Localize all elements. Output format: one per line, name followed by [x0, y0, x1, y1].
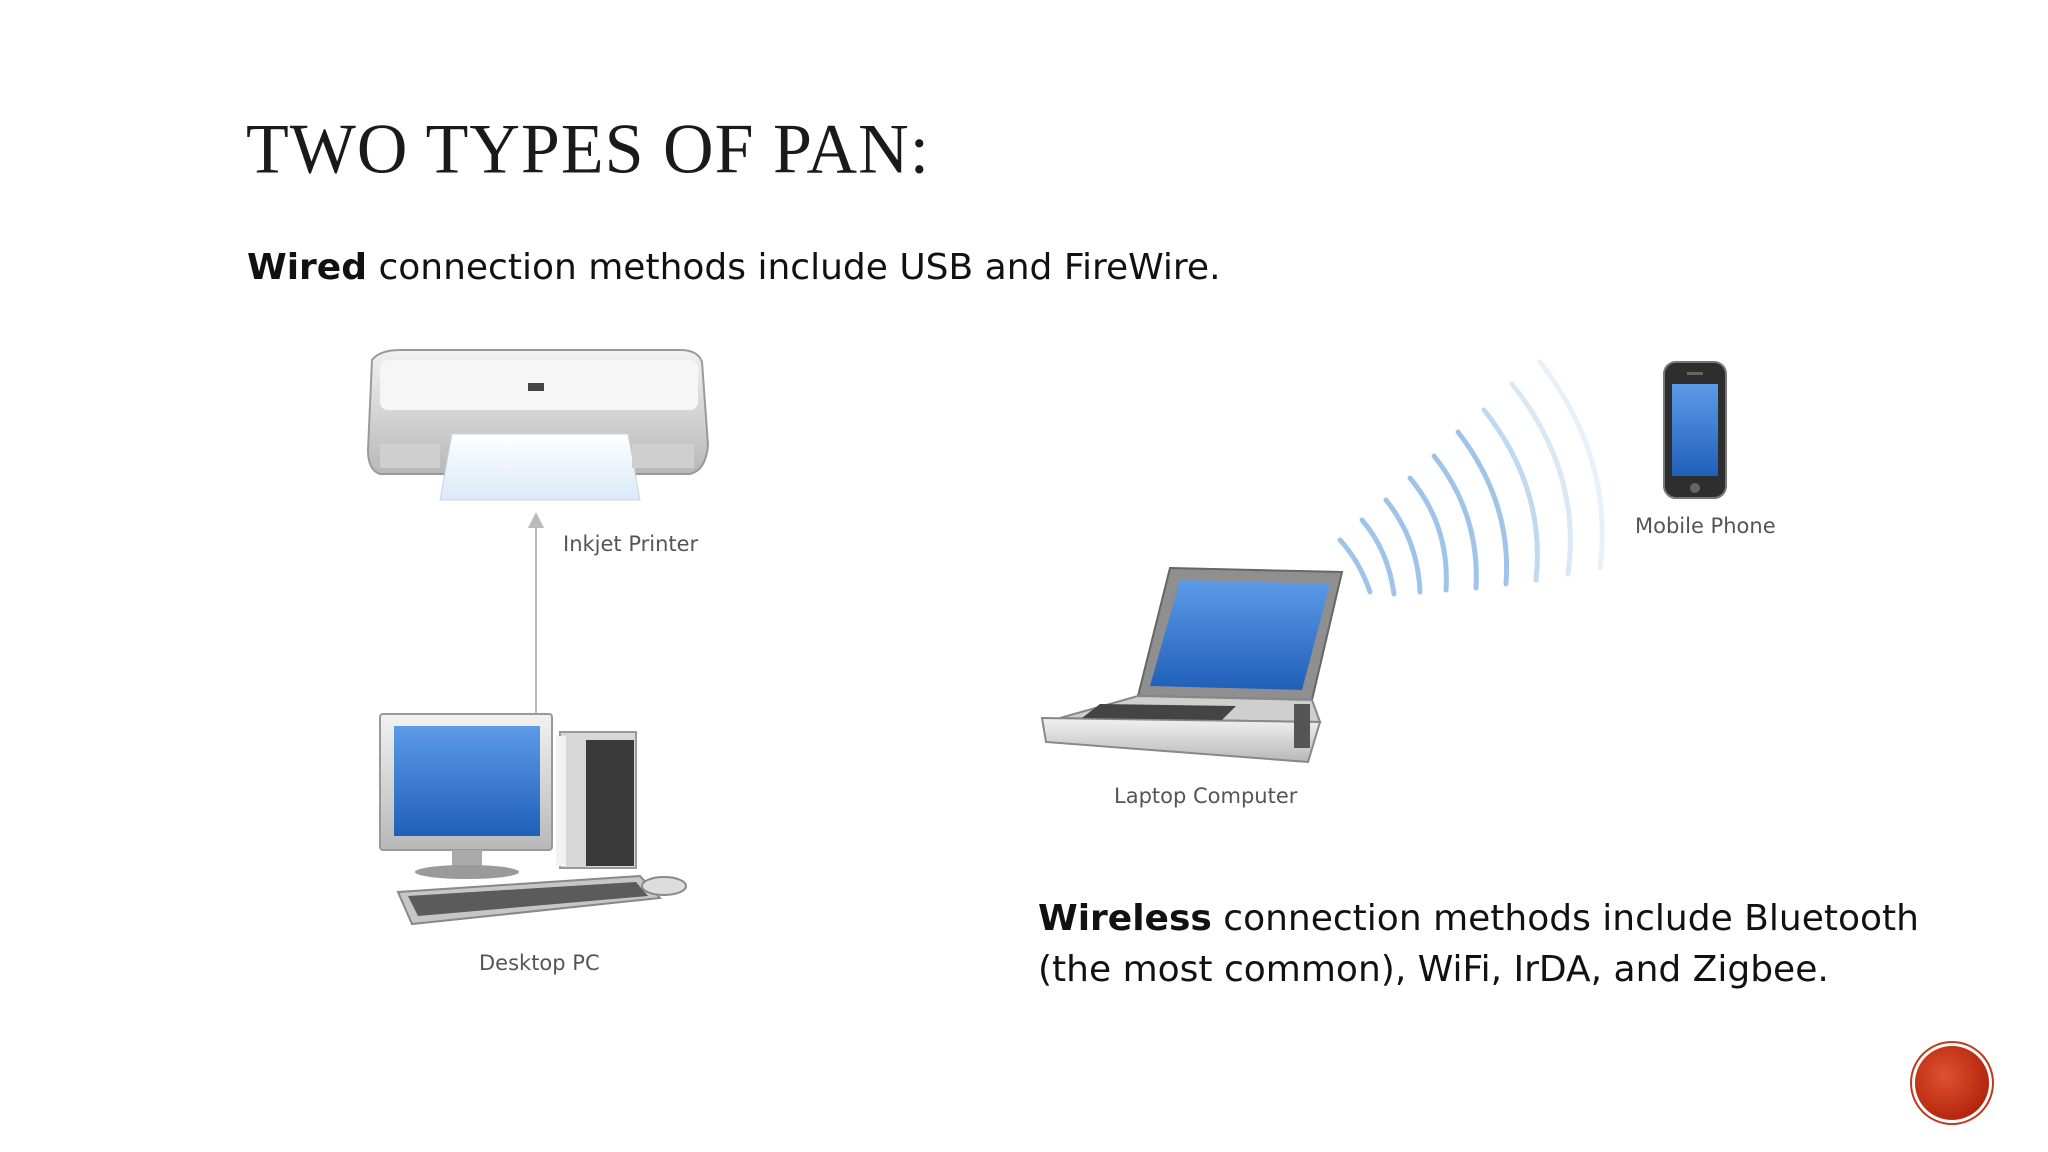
label-inkjet-printer: Inkjet Printer: [563, 532, 699, 556]
laptop-icon: [1040, 566, 1344, 764]
mobile-phone-icon: [1663, 361, 1727, 499]
label-mobile-phone: Mobile Phone: [1635, 514, 1776, 538]
wireless-bold: Wireless: [1038, 898, 1212, 939]
wireless-waves-icon: [1337, 359, 1605, 597]
wired-description: Wired connection methods include USB and…: [247, 247, 1221, 288]
printer-icon: [366, 349, 710, 501]
wired-bold: Wired: [247, 247, 367, 288]
label-laptop-computer: Laptop Computer: [1114, 784, 1298, 808]
desktop-pc-icon: [379, 713, 687, 926]
label-desktop-pc: Desktop PC: [479, 951, 600, 975]
wired-rest: connection methods include USB and FireW…: [367, 247, 1221, 288]
wireless-description: Wireless connection methods include Blue…: [1038, 893, 1938, 995]
wireless-rest: connection methods include Bluetooth (th…: [1038, 898, 1919, 990]
usb-arrow-icon: [528, 512, 544, 722]
slide-nav-button[interactable]: [1915, 1046, 1989, 1120]
slide-title: TWO TYPES OF PAN:: [246, 110, 931, 189]
